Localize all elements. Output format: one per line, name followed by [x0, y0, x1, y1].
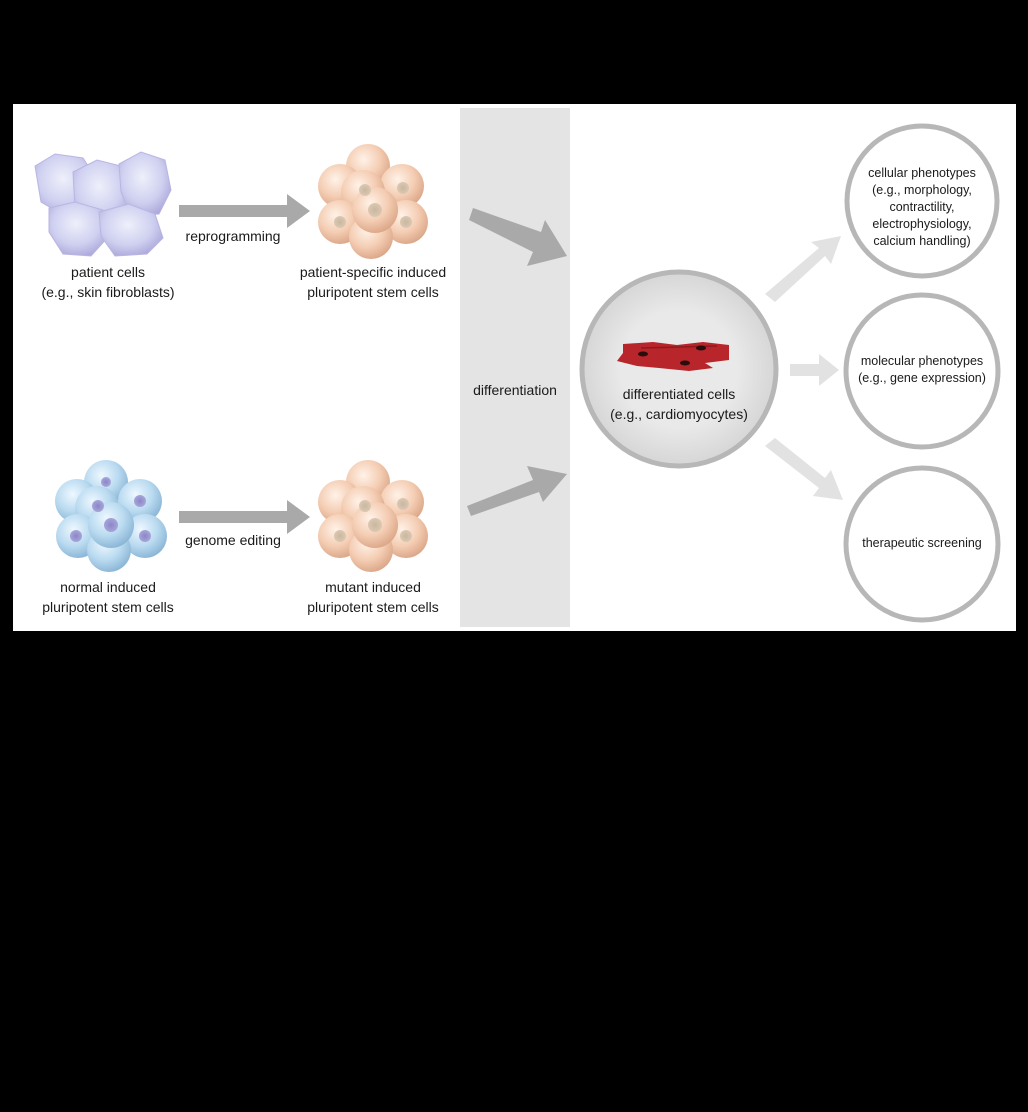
arrow-to-therapeutic-screening: [765, 438, 843, 500]
differentiation-arrow-lower: [467, 466, 567, 516]
cardiomyocyte-icon: [617, 342, 729, 371]
cellular-phenotypes-line4: electrophysiology,: [872, 217, 972, 231]
genome-editing-label: genome editing: [185, 532, 281, 548]
mutant-ipsc-line1: mutant induced: [325, 579, 421, 595]
molecular-phenotypes-label: molecular phenotypes (e.g., gene express…: [852, 353, 992, 387]
normal-ipsc-label: normal induced pluripotent stem cells: [18, 577, 198, 617]
patient-cells-label: patient cells (e.g., skin fibroblasts): [18, 262, 198, 302]
mutant-ipsc-label: mutant induced pluripotent stem cells: [283, 577, 463, 617]
normal-ipsc-line2: pluripotent stem cells: [42, 599, 174, 615]
arrow-to-cellular-phenotypes: [765, 236, 841, 302]
therapeutic-screening-circle: [843, 465, 1001, 623]
patient-ipsc-label: patient-specific induced pluripotent ste…: [283, 262, 463, 302]
molecular-phenotypes-circle: [843, 292, 1001, 450]
cellular-phenotypes-line2: (e.g., morphology,: [872, 183, 972, 197]
reprogramming-arrow: [179, 194, 310, 228]
differentiation-label: differentiation: [473, 382, 557, 398]
differentiation-arrow-upper: [469, 208, 567, 266]
differentiated-line1: differentiated cells: [622, 386, 736, 402]
arrow-to-molecular-phenotypes: [790, 354, 839, 386]
normal-ipsc-cluster: [55, 460, 167, 572]
cellular-phenotypes-circle: [844, 123, 1000, 279]
therapeutic-screening-label: therapeutic screening: [852, 535, 992, 552]
cellular-phenotypes-line3: contractility,: [889, 200, 955, 214]
differentiation-band: [460, 108, 570, 627]
patient-ipsc-line2: pluripotent stem cells: [307, 284, 439, 300]
genome-editing-arrow: [179, 500, 310, 534]
cellular-phenotypes-label: cellular phenotypes (e.g., morphology, c…: [852, 165, 992, 250]
patient-ipsc-cluster: [318, 144, 428, 259]
patient-cells-line2: (e.g., skin fibroblasts): [41, 284, 175, 300]
patient-cells-line1: patient cells: [71, 264, 145, 280]
differentiated-line2: (e.g., cardiomyocytes): [610, 406, 748, 422]
fibroblast-cluster: [34, 151, 172, 257]
therapeutic-screening-line1: therapeutic screening: [862, 536, 982, 550]
mutant-ipsc-cluster: [318, 460, 428, 572]
cellular-phenotypes-line1: cellular phenotypes: [868, 166, 976, 180]
reprogramming-label: reprogramming: [185, 228, 281, 244]
differentiated-cells-label: differentiated cells (e.g., cardiomyocyt…: [589, 384, 769, 424]
molecular-phenotypes-line1: molecular phenotypes: [860, 354, 984, 368]
patient-ipsc-line1: patient-specific induced: [299, 264, 447, 280]
molecular-phenotypes-line2: (e.g., gene expression): [858, 371, 986, 385]
mutant-ipsc-line2: pluripotent stem cells: [307, 599, 439, 615]
normal-ipsc-line1: normal induced: [60, 579, 156, 595]
cellular-phenotypes-line5: calcium handling): [873, 234, 971, 248]
diagram-artwork: [34, 123, 1001, 623]
diagram-panel: patient cells (e.g., skin fibroblasts) r…: [13, 104, 1016, 631]
